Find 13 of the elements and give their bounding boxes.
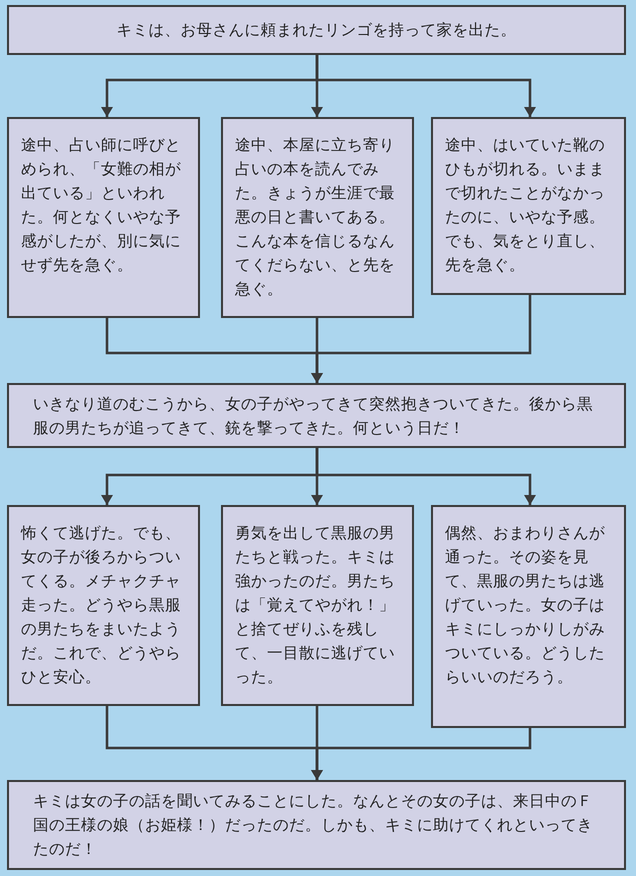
story-box: 途中、はいていた靴のひもが切れる。いままで切れたことがなかったのに、いやな予感。でも、気をとり直し、先を急ぐ。	[431, 117, 626, 295]
story-box: 偶然、おまわりさんが通った。その姿を見て、黒服の男たちは逃げていった。女の子はキミにしっかりしがみついている。どうしたらいいのだろう。	[431, 505, 626, 728]
story-box: 怖くて逃げた。でも、女の子が後ろからついてくる。メチャクチャ走った。どうやら黒服の男たちをまいたようだ。これで、どうやらひと安心。	[7, 505, 200, 706]
story-box: 途中、占い師に呼びとめられ、「女難の相が出ている」といわれた。何となくいやな予感がしたが、別に気にせず先を急ぐ。	[7, 117, 200, 318]
story-box: いきなり道のむこうから、女の子がやってきて突然抱きついてきた。後から黒服の男たちが追ってきて、銃を撃ってきた。何という日だ！	[7, 383, 626, 448]
story-box: 途中、本屋に立ち寄り占いの本を読んでみた。きょうが生涯で最悪の日と書いてある。こんな本を信じるなんてくだらない、と先を急ぐ。	[221, 117, 414, 318]
arrow	[316, 55, 536, 117]
arrow	[311, 295, 532, 383]
story-box: キミは、お母さんに頼まれたリンゴを持って家を出た。	[7, 5, 626, 55]
arrow	[311, 728, 532, 780]
story-box: 勇気を出して黒服の男たちと戦った。キミは強かったのだ。男たちは「覚えてやがれ！」と捨てぜりふを残して、一目散に逃げていった。	[221, 505, 414, 706]
story-box: キミは女の子の話を聞いてみることにした。なんとその女の子は、来日中のＦ国の王様の娘（お姫様！）だったのだ。しかも、キミに助けてくれといってきたのだ！	[7, 780, 626, 870]
arrow	[316, 448, 536, 505]
